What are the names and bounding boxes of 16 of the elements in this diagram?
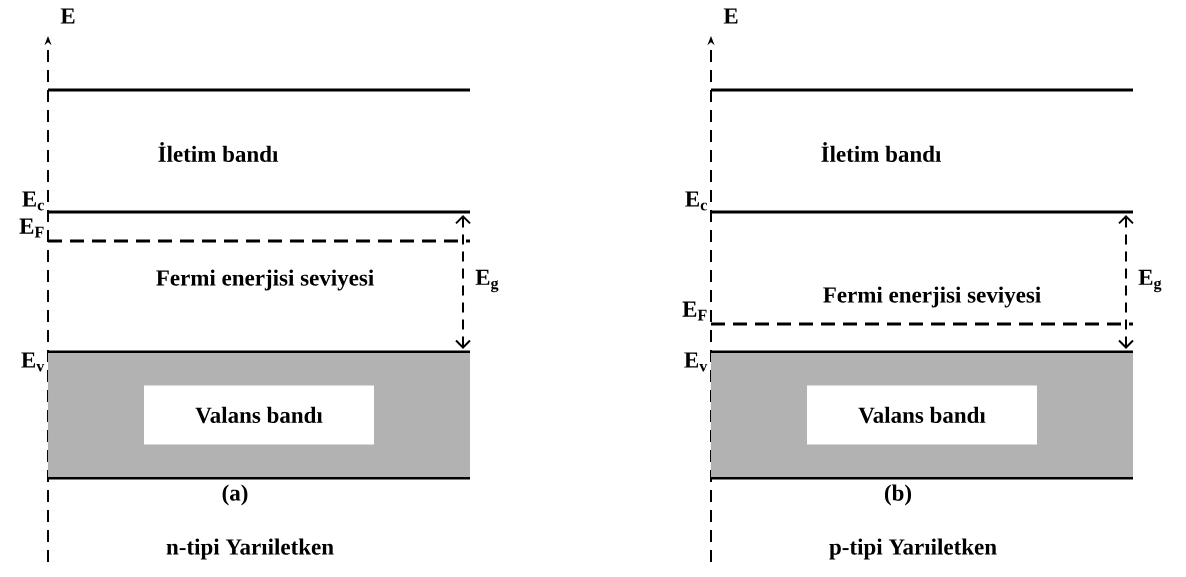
gap-label: E$_{g}$ (475, 269, 499, 293)
level-text: Fermi enerjisi seviyesi (156, 269, 374, 291)
valence-band: Valans bandı (48, 353, 470, 477)
axis-label: E (723, 8, 738, 24)
axis-label: E (60, 8, 75, 24)
level-label: E$_{c}$ (685, 191, 707, 211)
valence-band: Valans bandı (711, 353, 1133, 477)
gap-label: E$_{g}$ (1138, 269, 1162, 293)
band-label: İletim bandı (158, 142, 279, 162)
level-label: E$_{F}$ (682, 301, 707, 321)
level-label: E$_{c}$ (22, 191, 44, 211)
caption: p-tipi Yarıiletken (829, 538, 997, 560)
caption: n-tipi Yarıiletken (166, 538, 334, 560)
level-text: Fermi enerjisi seviyesi (823, 286, 1041, 308)
band-label: İletim bandı (821, 142, 942, 162)
level-label: E$_{F}$ (19, 218, 44, 238)
